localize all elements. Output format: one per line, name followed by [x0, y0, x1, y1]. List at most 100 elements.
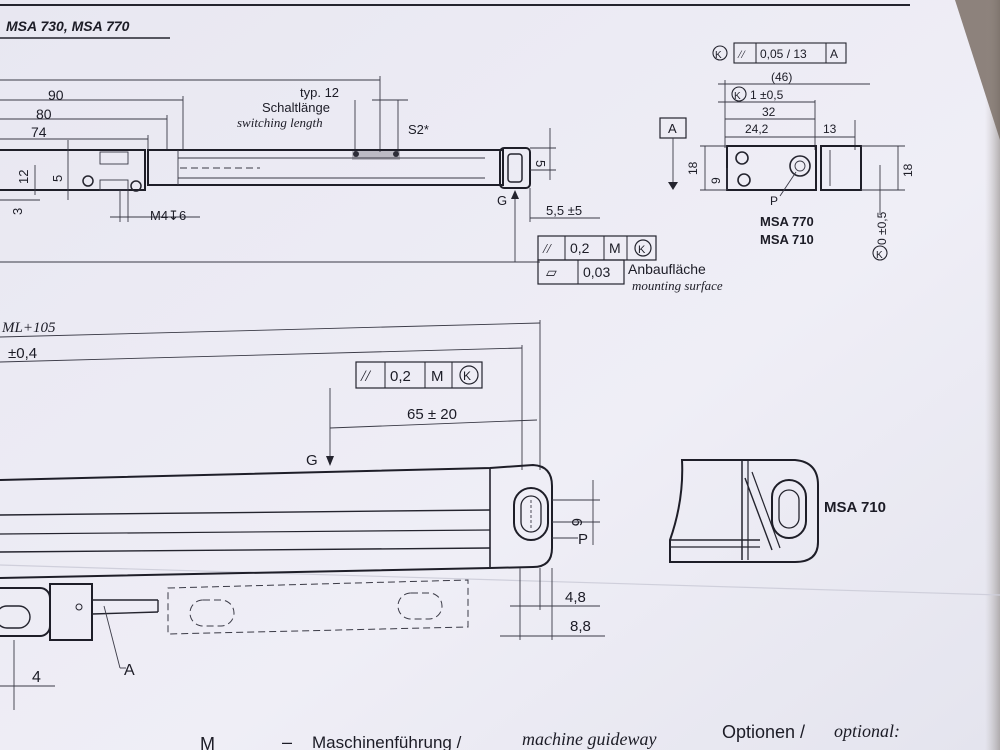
dim-46-label: (46) [771, 70, 792, 84]
dim-24-label: 24,2 [745, 122, 769, 136]
legend-footer: M – Maschinenführung / machine guideway … [200, 721, 900, 750]
head-hole [735, 151, 749, 165]
guideway-outline [167, 579, 469, 635]
s2-label: S2* [408, 122, 429, 137]
datum-circle [459, 365, 479, 385]
p-leader [779, 171, 797, 197]
thread-label: M4↧6 [150, 208, 186, 223]
typ-label: typ. 12 [300, 85, 339, 100]
dim-88-label: 8,8 [570, 618, 591, 635]
tolerance-value-1: 0,2 [570, 240, 590, 256]
g-arrow-head-front [326, 456, 334, 466]
tol-04-label: ±0,4 [8, 345, 37, 362]
head-connector [49, 583, 93, 641]
end-cap-slot-inner [520, 495, 542, 533]
tolerance-modifier-1: M [609, 240, 621, 256]
dim-5-label: 5 [50, 175, 65, 182]
guideway-slot [397, 592, 443, 620]
dim-12-label: 12 [16, 170, 31, 184]
dim-80-label: 80 [36, 106, 52, 122]
head-window [99, 179, 129, 191]
dim-90-label: 90 [48, 87, 64, 103]
datum-k-1: K [638, 244, 646, 256]
head-bore-inner [794, 160, 806, 172]
switching-length-en: switching length [237, 115, 323, 130]
a-leader [103, 605, 121, 669]
legend-dash: – [282, 732, 292, 750]
datum-a-triangle [668, 182, 678, 190]
legend-m: M [200, 734, 215, 750]
tolerance-value-side: 0,05 / 13 [760, 47, 807, 61]
dim-48-label: 4,8 [565, 589, 586, 606]
connector-pin [75, 603, 83, 611]
legend-guideway-de: Maschinenführung / [312, 733, 462, 750]
mounting-hole [82, 175, 94, 187]
datum-a-label: A [668, 121, 677, 136]
head-hole [737, 173, 751, 187]
model-msa-710: MSA 710 [760, 232, 814, 247]
p-label-side: P [770, 194, 778, 208]
datum-k-vertical: K [876, 250, 883, 261]
head-window [99, 151, 129, 165]
dim-line-65 [329, 419, 538, 429]
switch-marker [393, 151, 399, 157]
datum-circle [634, 239, 652, 257]
dim-74-label: 74 [31, 124, 47, 140]
a-label-front: A [124, 662, 135, 679]
mounting-surface-en: mounting surface [632, 278, 723, 293]
section-title: MSA 730, MSA 770 [6, 18, 130, 34]
dim-line-tol [0, 347, 523, 363]
datum-a-frame: A [830, 47, 838, 61]
top-view: 90 80 74 typ. 12 Schaltlänge switching l… [0, 76, 600, 263]
dim-32-label: 32 [762, 105, 776, 119]
datum-circle [712, 45, 728, 61]
flatness-symbol: ⏥ [546, 264, 557, 280]
g-arrow-head [511, 190, 519, 199]
head-slot [0, 605, 31, 629]
tolerance-frame-side [733, 42, 847, 64]
parallel-symbol-side: // [737, 47, 746, 61]
tolerance-frame-front [355, 361, 483, 389]
g-label-front: G [306, 452, 318, 469]
parallel-symbol-front: // [360, 368, 371, 385]
front-view: ML+105 ±0,4 // 0,2 M K G 65 ± 20 6 [0, 320, 605, 710]
msa710-detail: MSA 710 [669, 459, 886, 563]
scale-groove [0, 529, 491, 535]
parallel-symbol: // [542, 242, 552, 257]
dim-3-label: 3 [10, 208, 25, 215]
datum-k-frame: K [715, 50, 722, 61]
dim-4-label: 4 [32, 669, 41, 686]
tolerance-block: // 0,2 M K ⏥ 0,03 Anbaufläche mounting s… [537, 235, 723, 293]
mounting-surface-de: Anbaufläche [628, 261, 706, 277]
tolerance-value-front: 0,2 [390, 368, 411, 385]
dim-18-right-label: 18 [901, 163, 915, 177]
end-cap-slot [507, 153, 523, 183]
model-msa-770: MSA 770 [760, 214, 814, 229]
datum-k-front: K [463, 369, 471, 383]
dim-13-label: 13 [823, 122, 837, 136]
p-label-front: P [578, 531, 588, 548]
rail-end-cap [499, 147, 531, 189]
dim-line-ml [0, 322, 541, 338]
detail-slot-inner [778, 489, 800, 529]
dim-0-label: 0 ±0,5 [875, 211, 889, 245]
tolerance-modifier-front: M [431, 368, 444, 385]
scale-groove [0, 547, 491, 553]
mounting-hole [130, 180, 142, 192]
detail-slot [771, 479, 807, 539]
cross-section-view: K // 0,05 / 13 A (46) K 1 ±0,5 32 24,2 1… [659, 42, 915, 261]
rail-body [147, 149, 504, 186]
guideway-slot [189, 599, 235, 627]
detail-diagonal [744, 477, 773, 551]
dim-6-label: 6 [568, 518, 585, 526]
tolerance-frame-2 [537, 259, 625, 285]
detail-diagonal [751, 471, 781, 549]
dim-65-label: 65 ± 20 [407, 406, 457, 423]
detail-label: MSA 710 [824, 499, 886, 516]
options-de: Optionen / [722, 722, 805, 742]
offset-label: 5,5 ±5 [546, 203, 582, 218]
paper-edge-shadow [985, 0, 1000, 750]
rail-profile [820, 145, 862, 191]
